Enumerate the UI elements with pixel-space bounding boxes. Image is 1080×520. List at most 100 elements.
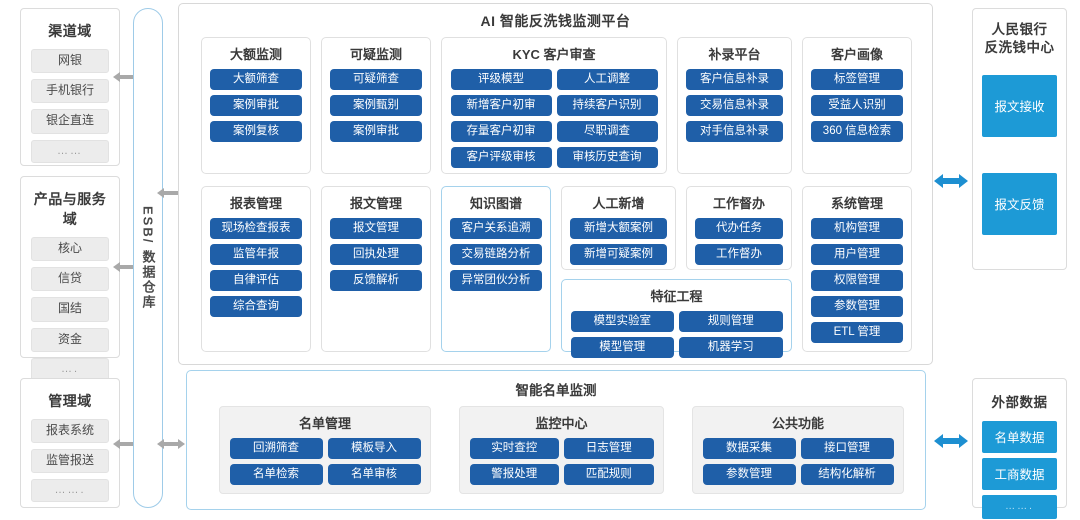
- action-button[interactable]: 可疑筛查: [330, 69, 422, 91]
- cyan-block-business-registration-data[interactable]: 工商数据: [982, 458, 1057, 490]
- panel-title: 外部数据: [991, 395, 1048, 410]
- action-button[interactable]: 人工调整: [556, 69, 658, 91]
- domain-item[interactable]: 国结: [31, 297, 109, 322]
- arrow-esb-to-platform-bottom: [157, 437, 185, 451]
- action-button[interactable]: 客户评级审核: [450, 147, 552, 169]
- subgroup-monitoring-center: 监控中心 实时查控 日志管理 警报处理 匹配规则: [459, 406, 664, 494]
- subgroup-title: 名单管理: [298, 416, 351, 431]
- action-button[interactable]: 权限管理: [811, 270, 903, 292]
- action-button[interactable]: 持续客户识别: [556, 95, 658, 117]
- module-title: 补录平台: [708, 47, 761, 62]
- cyan-block-message-feedback[interactable]: 报文反馈: [982, 173, 1057, 236]
- action-button[interactable]: 名单审核: [327, 464, 421, 486]
- action-button[interactable]: 反馈解析: [330, 270, 422, 292]
- action-button[interactable]: 案例审批: [330, 121, 422, 143]
- action-button[interactable]: 新增客户初审: [450, 95, 552, 117]
- action-button[interactable]: 案例甄别: [330, 95, 422, 117]
- action-button[interactable]: 模型实验室: [570, 311, 674, 333]
- domain-panel-product-service: 产品与服务域 核心 信贷 国结 资金 ….: [20, 176, 120, 381]
- platform-title: AI 智能反洗钱监测平台: [480, 13, 631, 29]
- action-button[interactable]: 实时查控: [469, 438, 559, 460]
- action-button[interactable]: 名单检索: [229, 464, 323, 486]
- module-title: 大额监测: [229, 47, 282, 62]
- action-button[interactable]: 评级模型: [450, 69, 552, 91]
- action-button[interactable]: 现场检查报表: [210, 218, 302, 240]
- action-button[interactable]: 案例审批: [210, 95, 302, 117]
- action-button[interactable]: 报文管理: [330, 218, 422, 240]
- module-knowledge-graph: 知识图谱 客户关系追溯 交易链路分析 异常团伙分析: [441, 186, 551, 352]
- action-button[interactable]: 异常团伙分析: [450, 270, 542, 292]
- action-button[interactable]: 接口管理: [800, 438, 894, 460]
- module-title: 客户画像: [830, 47, 883, 62]
- module-title: 工作督办: [712, 196, 765, 211]
- domain-item-ellipsis: ……: [31, 139, 109, 163]
- cyan-block-list-data[interactable]: 名单数据: [982, 421, 1057, 453]
- action-button[interactable]: 存量客户初审: [450, 121, 552, 143]
- action-button[interactable]: 新增可疑案例: [570, 244, 667, 266]
- cyan-block-message-receive[interactable]: 报文接收: [982, 75, 1057, 138]
- action-button[interactable]: 360 信息检索: [811, 121, 903, 143]
- arrow-platform-to-external-data: [934, 432, 968, 450]
- action-button[interactable]: 结构化解析: [800, 464, 894, 486]
- domain-item[interactable]: 核心: [31, 237, 109, 262]
- domain-item[interactable]: 资金: [31, 327, 109, 352]
- subgroup-title: 公共功能: [771, 416, 824, 431]
- domain-item-ellipsis: …….: [31, 479, 109, 503]
- esb-label: ESB/ 数据仓库: [140, 206, 156, 310]
- esb-data-warehouse-column: ESB/ 数据仓库: [133, 8, 163, 508]
- action-button[interactable]: 标签管理: [811, 69, 903, 91]
- action-button[interactable]: 回执处理: [330, 244, 422, 266]
- panel-pboc-aml-center: 人民银行 反洗钱中心 报文接收 报文反馈: [972, 8, 1067, 270]
- action-button[interactable]: 匹配规则: [564, 464, 654, 486]
- smart-list-title: 智能名单监测: [515, 383, 597, 398]
- domain-item[interactable]: 手机银行: [31, 79, 109, 104]
- action-button[interactable]: 数据采集: [702, 438, 796, 460]
- domain-panel-title: 渠道域: [48, 23, 92, 39]
- module-title: 知识图谱: [469, 196, 522, 211]
- action-button[interactable]: 尽职调查: [556, 121, 658, 143]
- domain-item[interactable]: 信贷: [31, 267, 109, 292]
- action-button[interactable]: 模板导入: [327, 438, 421, 460]
- action-button[interactable]: 参数管理: [702, 464, 796, 486]
- action-button[interactable]: 用户管理: [811, 244, 903, 266]
- action-button[interactable]: 模型管理: [570, 337, 674, 359]
- action-button[interactable]: 机构管理: [811, 218, 903, 240]
- module-feature-engineering: 特征工程 模型实验室 规则管理 模型管理 机器学习: [561, 279, 792, 359]
- action-button[interactable]: 机器学习: [679, 337, 783, 359]
- action-button[interactable]: 自律评估: [210, 270, 302, 292]
- action-button[interactable]: 交易信息补录: [686, 95, 783, 117]
- action-button[interactable]: 工作督办: [695, 244, 783, 266]
- domain-item[interactable]: 网银: [31, 49, 109, 74]
- action-button[interactable]: 客户信息补录: [686, 69, 783, 91]
- action-button[interactable]: 受益人识别: [811, 95, 903, 117]
- action-button[interactable]: 规则管理: [679, 311, 783, 333]
- domain-item[interactable]: 报表系统: [31, 419, 109, 444]
- action-button[interactable]: 大额筛查: [210, 69, 302, 91]
- action-button[interactable]: 新增大额案例: [570, 218, 667, 240]
- domain-panel-channel: 渠道域 网银 手机银行 银企直连 ……: [20, 8, 120, 166]
- action-button[interactable]: 综合查询: [210, 296, 302, 318]
- domain-item[interactable]: 监管报送: [31, 449, 109, 474]
- action-button[interactable]: 代办任务: [695, 218, 783, 240]
- action-button[interactable]: 客户关系追溯: [450, 218, 542, 240]
- module-supplementary-entry-platform: 补录平台 客户信息补录 交易信息补录 对手信息补录: [677, 37, 792, 174]
- action-button[interactable]: ETL 管理: [811, 322, 903, 344]
- cyan-block-ellipsis: …….: [982, 495, 1057, 519]
- domain-item[interactable]: 银企直连: [31, 109, 109, 134]
- action-button[interactable]: 审核历史查询: [556, 147, 658, 169]
- module-large-amount-monitoring: 大额监测 大额筛查 案例审批 案例复核: [201, 37, 311, 174]
- action-button[interactable]: 监管年报: [210, 244, 302, 266]
- action-button[interactable]: 参数管理: [811, 296, 903, 318]
- domain-panel-management: 管理域 报表系统 监管报送 …….: [20, 378, 120, 508]
- action-button[interactable]: 回溯筛查: [229, 438, 323, 460]
- module-manual-addition: 人工新增 新增大额案例 新增可疑案例: [561, 186, 676, 270]
- action-button[interactable]: 交易链路分析: [450, 244, 542, 266]
- action-button[interactable]: 警报处理: [469, 464, 559, 486]
- module-kyc-customer-review: KYC 客户审查 评级模型 人工调整 新增客户初审 持续客户识别 存量客户初审 …: [441, 37, 667, 174]
- module-title: 报文管理: [349, 196, 402, 211]
- arrow-platform-to-pboc: [934, 172, 968, 190]
- action-button[interactable]: 对手信息补录: [686, 121, 783, 143]
- action-button[interactable]: 案例复核: [210, 121, 302, 143]
- action-button[interactable]: 日志管理: [564, 438, 654, 460]
